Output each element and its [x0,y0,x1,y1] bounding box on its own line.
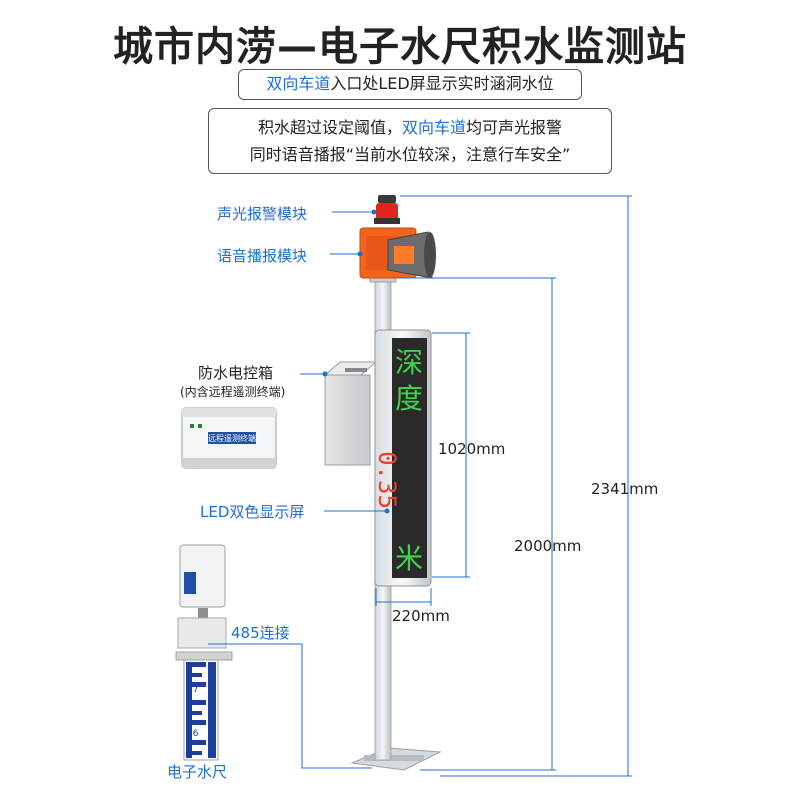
info-line-1: 积水超过设定阈值，双向车道均可声光报警 [209,114,611,141]
info-line-2: 同时语音播报“当前水位较深，注意行车安全” [249,145,571,164]
label-alarm-module: 声光报警模块 [217,205,308,223]
control-box [323,361,378,466]
gauge-mark-46: 46 [187,729,199,739]
info-box-alarm: 积水超过设定阈值，双向车道均可声光报警 同时语音播报“当前水位较深，注意行车安全… [208,108,612,174]
terminal-label: 远程遥测终端 [208,433,256,443]
dim-total-height: 2341mm [591,480,659,498]
page-title: 城市内涝—电子水尺积水监测站 [113,24,687,70]
led-char-1: 深 [395,346,423,379]
info-line-1-highlight: 双向车道 [401,118,466,137]
label-485: 485连接 [231,624,290,642]
dim-pole-height: 2000mm [514,537,582,555]
label-control-box: 防水电控箱 [198,364,274,382]
pole-base [350,747,442,771]
info-box-display: 双向车道入口处LED屏显示实时涵洞水位 [238,69,582,100]
alarm-light-icon [374,195,400,224]
leader-lines [208,209,390,769]
dim-led-width: 220mm [392,607,450,625]
water-gauge: 47 46 [175,651,233,761]
led-screen: 深 度 0.35 米 [373,329,432,587]
info-text: 入口处LED屏显示实时涵洞水位 [330,74,554,93]
led-unit: 米 [395,542,423,575]
info-highlight: 双向车道 [266,74,331,93]
info-line-1-pre: 积水超过设定阈值， [257,118,402,137]
label-gauge: 电子水尺 [167,763,228,781]
speaker-icon [359,227,436,279]
info-line-1-post: 均可声光报警 [466,118,563,137]
gauge-mark-47: 47 [187,685,198,695]
dim-led-height: 1020mm [438,440,506,458]
led-char-2: 度 [395,382,423,415]
dimension-lines [375,195,632,777]
led-value: 0.35 [373,451,401,509]
label-voice-module: 语音播报模块 [217,247,308,265]
label-led-screen: LED双色显示屏 [200,503,305,521]
remote-terminal: 远程遥测终端 [181,407,277,469]
label-control-box-note: (内含远程遥测终端) [180,385,286,399]
gauge-controller [177,544,227,649]
